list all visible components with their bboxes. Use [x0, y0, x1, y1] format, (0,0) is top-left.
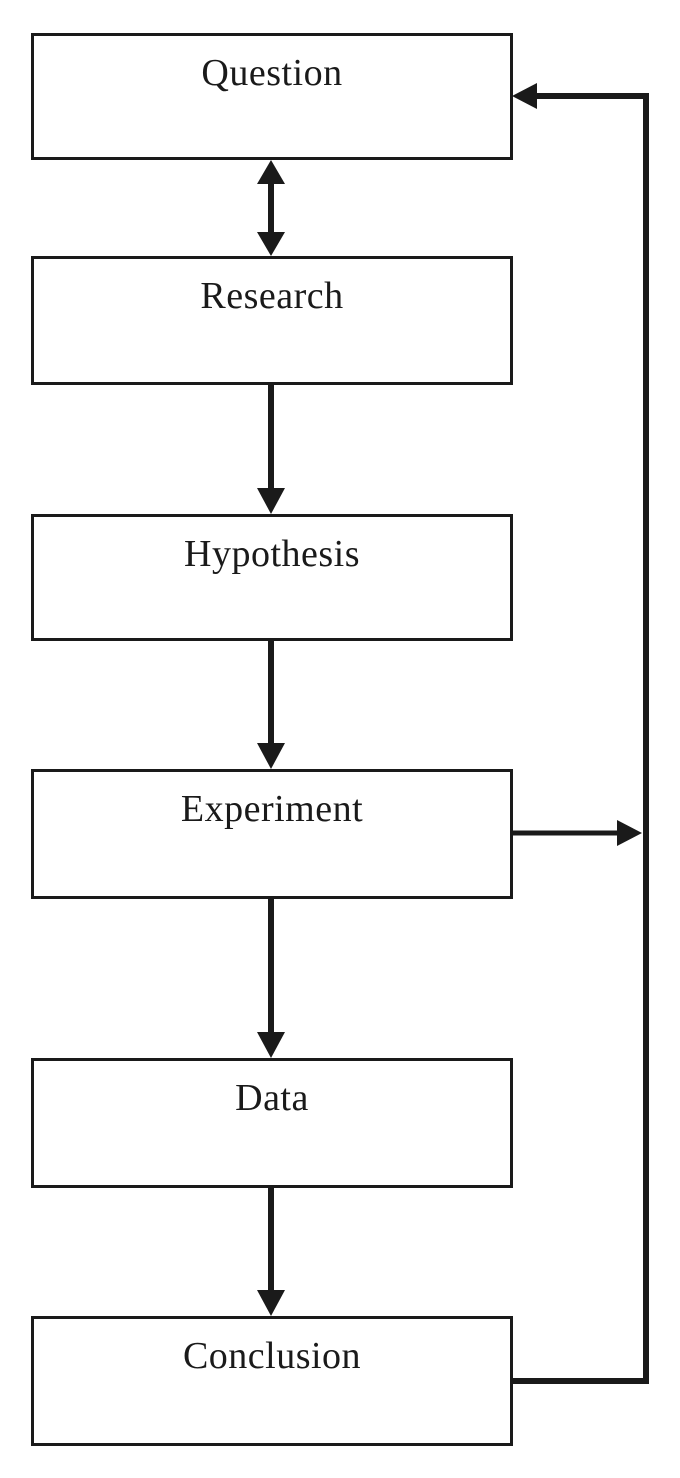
arrow-experiment-data	[257, 899, 285, 1058]
step-label: Conclusion	[182, 1335, 362, 1377]
step-conclusion: Conclusion	[31, 1316, 513, 1446]
step-data: Data	[31, 1058, 513, 1188]
arrow-data-conclusion	[257, 1188, 285, 1316]
arrow-question-research	[257, 160, 285, 256]
step-hypothesis: Hypothesis	[31, 514, 513, 641]
arrow-research-hypothesis	[257, 385, 285, 514]
step-question: Question	[31, 33, 513, 160]
step-label: Question	[201, 52, 343, 94]
arrow-hypothesis-experiment	[257, 641, 285, 769]
arrow-experiment-feedback	[508, 820, 642, 846]
step-label: Hypothesis	[184, 533, 360, 575]
step-label: Experiment	[180, 788, 364, 830]
step-label: Data	[235, 1077, 309, 1119]
arrow-conclusion-question-loop	[508, 83, 649, 1384]
step-experiment: Experiment	[31, 769, 513, 899]
step-research: Research	[31, 256, 513, 385]
step-label: Research	[200, 275, 344, 317]
